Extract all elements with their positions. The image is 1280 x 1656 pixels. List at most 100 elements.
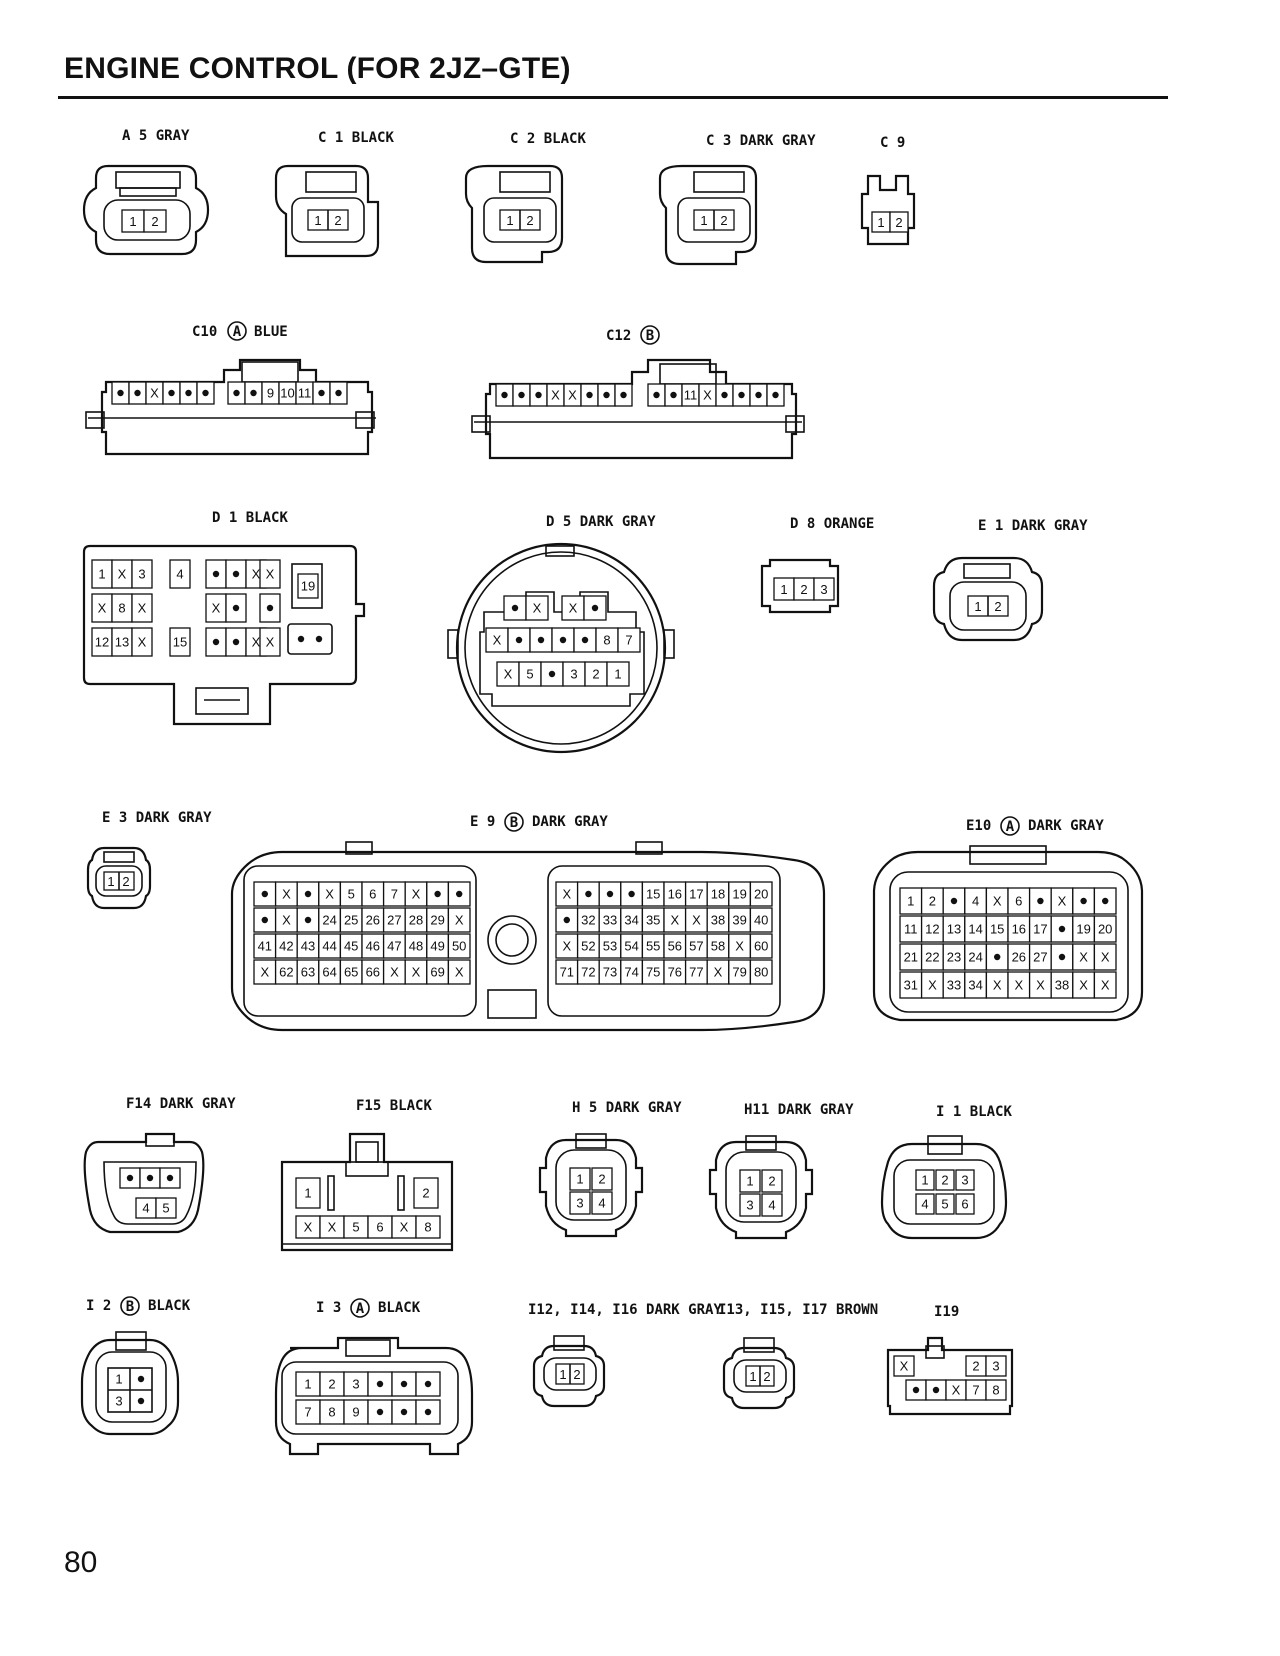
label-c12: C12 <box>606 328 631 344</box>
label-e3: E 3 DARK GRAY <box>102 810 212 826</box>
pin-label: X <box>1036 978 1045 993</box>
pin-label: X <box>455 913 464 928</box>
pin-label: 45 <box>344 939 358 954</box>
pin-cell <box>749 933 773 959</box>
label-d5: D 5 DARK GRAY <box>546 514 656 530</box>
connector-e1: 1 2 <box>932 556 1044 642</box>
pin-label: 2 <box>941 1173 948 1188</box>
label-i3-color: BLACK <box>378 1300 421 1316</box>
title-rule <box>58 96 1168 99</box>
pin-label: 33 <box>947 978 961 993</box>
label-d1: D 1 BLACK <box>212 510 288 526</box>
pin-label: 1 <box>907 894 914 909</box>
pin-label: X <box>252 567 261 582</box>
pin-label: X <box>551 388 560 403</box>
pin-label: 64 <box>322 965 336 980</box>
pin-dot <box>126 1174 134 1182</box>
pin-label: 2 <box>422 1186 429 1201</box>
pin-label: 17 <box>1033 922 1047 937</box>
pin-label: X <box>1101 978 1110 993</box>
pin-label: X <box>412 887 421 902</box>
pin-dot <box>628 890 635 898</box>
label-c3: C 3 DARK GRAY <box>706 133 816 149</box>
pin-label: X <box>993 978 1002 993</box>
pin-label: 11 <box>298 386 312 401</box>
label-i3: I 3 <box>316 1300 341 1316</box>
pin-dot <box>304 890 312 898</box>
pin-label: 76 <box>668 965 682 980</box>
pin-cell <box>295 1371 321 1397</box>
pin-label: 42 <box>279 939 293 954</box>
pin: 1 <box>107 874 114 889</box>
label-c2: C 2 BLACK <box>510 131 586 147</box>
label-c10-color: BLUE <box>254 324 288 340</box>
pin-cell <box>343 1371 369 1397</box>
pin-label: 79 <box>732 965 746 980</box>
pin-label: X <box>928 978 937 993</box>
pin-label: 48 <box>409 939 423 954</box>
pin-label: X <box>138 601 147 616</box>
pin: 2 <box>763 1369 770 1384</box>
variant-c12: B <box>646 328 654 344</box>
pin-label: 2 <box>768 1174 775 1189</box>
pin-dot <box>212 638 220 646</box>
pin-dot <box>535 391 542 399</box>
pin-label: 43 <box>301 939 315 954</box>
pin: 2 <box>720 213 727 228</box>
pin-cell <box>131 627 153 657</box>
pin-label: 27 <box>387 913 401 928</box>
pin-label: 75 <box>646 965 660 980</box>
pin-dot <box>424 1380 432 1388</box>
pin-dot <box>137 1397 145 1405</box>
pin-label: X <box>252 635 261 650</box>
pin-label: 15 <box>646 887 660 902</box>
pin-label: 12 <box>95 635 109 650</box>
pin-dot <box>117 389 124 397</box>
pin-label: 3 <box>576 1196 583 1211</box>
label-i12: I12, I14, I16 DARK GRAY <box>528 1302 722 1318</box>
pin-label: 10 <box>280 386 294 401</box>
pin-label: 25 <box>344 913 358 928</box>
pin: 2 <box>573 1367 580 1382</box>
pin-label: X <box>692 913 701 928</box>
label-c1: C 1 BLACK <box>318 130 394 146</box>
pin-cell <box>447 959 471 985</box>
pin-label: 8 <box>328 1405 335 1420</box>
pin-label: X <box>325 887 334 902</box>
pin: 1 <box>877 215 884 230</box>
pin-label: 7 <box>391 887 398 902</box>
pin-label: 20 <box>754 887 768 902</box>
pin-dot <box>376 1380 384 1388</box>
pin-cell <box>169 559 191 589</box>
pin-dot <box>232 570 240 578</box>
pin-label: X <box>212 601 221 616</box>
pin-cell <box>617 627 641 653</box>
pin-dot <box>772 391 779 399</box>
variant-e10: A <box>1006 819 1015 835</box>
pin-label: 8 <box>992 1383 999 1398</box>
pin: 1 <box>700 213 707 228</box>
pin-label: X <box>952 1383 961 1398</box>
pin-dot <box>738 391 745 399</box>
pin-cell <box>447 933 471 959</box>
pin-label: X <box>562 939 571 954</box>
pin-label: 33 <box>603 913 617 928</box>
pin-label: 3 <box>961 1173 968 1188</box>
pin-cell <box>259 559 281 589</box>
pin: 1 <box>129 214 136 229</box>
pin-label: 38 <box>711 913 725 928</box>
c10-left-pins: X <box>111 381 215 405</box>
pin-cell <box>319 1371 345 1397</box>
pin-label: X <box>1079 978 1088 993</box>
pin-dot <box>1058 925 1066 933</box>
pin-label: 6 <box>376 1220 383 1235</box>
pin: 1 <box>506 213 513 228</box>
